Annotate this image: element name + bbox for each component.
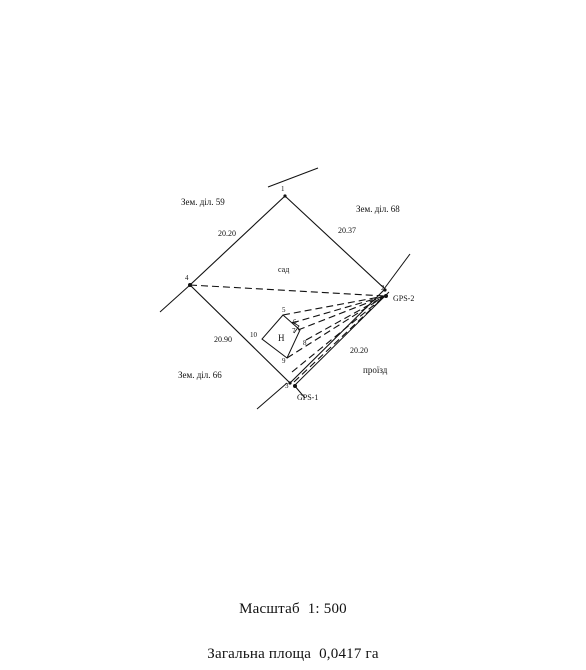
point-3-label: 3 [285,382,289,390]
side-4-1-length: 20.20 [218,229,236,238]
scale-line: Масштаб 1: 500 [0,601,586,618]
point-3-marker [288,381,292,385]
land-use-label: сад [278,265,289,274]
point-1-label: 1 [281,185,285,193]
point-9-label: 9 [282,357,286,365]
road-label: проїзд [363,365,388,375]
boundary-extension-northeast [383,253,411,290]
building-notch [291,321,300,334]
point-5-label: 5 [282,306,286,314]
boundary-extension-north [267,167,319,188]
boundary-extension-southwest [256,382,288,410]
area-label: Загальна площа [207,646,312,662]
gps2-marker [384,294,388,298]
cadastral-plan: Зем. діл. 59 Зем. діл. 68 Зем. діл. 66 п… [159,167,414,410]
point-2-marker [383,288,387,292]
area-value: 0,0417 га [319,646,379,662]
side-2-3-length: 20.20 [350,346,368,355]
point-1-marker [283,194,287,198]
point-7-label: 7 [292,327,296,335]
scale-value: 1: 500 [307,601,347,617]
gps1-label: GPS-1 [297,393,318,402]
neighbor-66-label: Зем. діл. 66 [178,370,222,380]
gps2-label: GPS-2 [393,294,414,303]
survey-rays [189,284,386,383]
point-2-label: 2 [381,284,385,292]
gps1-marker [293,384,297,388]
scale-label: Масштаб [239,601,300,617]
point-4-marker [188,283,192,287]
side-1-2-length: 20.37 [338,226,356,235]
point-10-label: 10 [250,331,258,339]
road-edge-line [293,291,390,387]
point-6-label: 6 [293,318,297,326]
boundary-extension-west [159,284,191,313]
area-line: Загальна площа 0,0417 га [0,646,586,663]
side-4-3-length: 20.90 [214,335,232,344]
building-label: Н [278,333,285,343]
point-8-label: 8 [303,339,307,347]
point-4-label: 4 [185,274,189,282]
neighbor-68-label: Зем. діл. 68 [356,204,400,214]
neighbor-59-label: Зем. діл. 59 [181,197,225,207]
